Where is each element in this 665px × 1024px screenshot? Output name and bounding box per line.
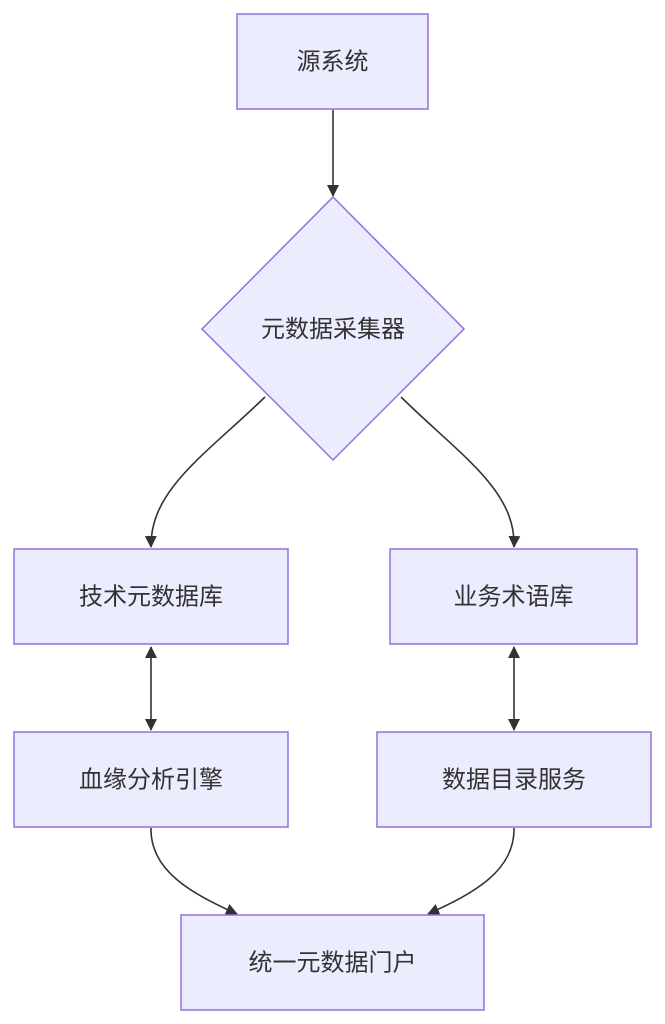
- edge-collector-to-business-terms: [400, 396, 521, 548]
- node-unified-metadata-portal: 统一元数据门户: [180, 914, 485, 1011]
- node-tech-metadata-repo: 技术元数据库: [13, 548, 289, 645]
- node-unified-metadata-portal-label: 统一元数据门户: [249, 949, 417, 977]
- node-business-terms-repo: 业务术语库: [389, 548, 638, 645]
- node-source-system-label: 源系统: [297, 48, 369, 76]
- node-source-system: 源系统: [236, 13, 429, 110]
- node-lineage-engine: 血缘分析引擎: [13, 731, 289, 828]
- node-business-terms-repo-label: 业务术语库: [454, 583, 574, 611]
- node-data-catalog-service-label: 数据目录服务: [442, 766, 586, 794]
- node-tech-metadata-repo-label: 技术元数据库: [79, 583, 223, 611]
- node-metadata-collector: 元数据采集器: [200, 195, 466, 462]
- edge-collector-to-tech-repo: [144, 396, 266, 548]
- node-metadata-collector-label: 元数据采集器: [261, 315, 405, 343]
- node-data-catalog-service: 数据目录服务: [376, 731, 652, 828]
- edge-catalog-service-to-portal: [427, 827, 515, 915]
- node-lineage-engine-label: 血缘分析引擎: [79, 766, 223, 794]
- edge-lineage-engine-to-portal: [150, 827, 238, 915]
